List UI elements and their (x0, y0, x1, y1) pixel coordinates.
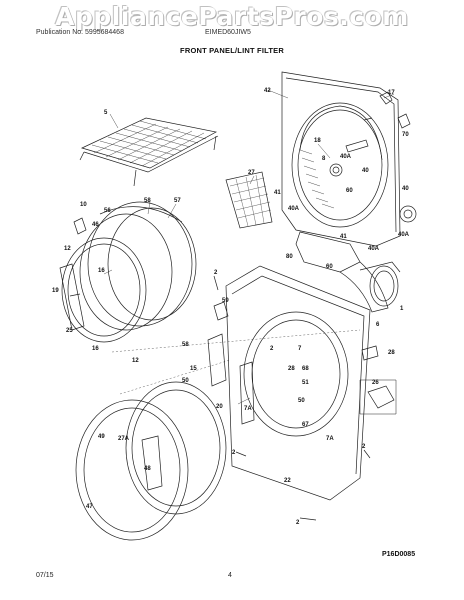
callout-label: 6 (376, 322, 380, 328)
figure-code: P16D0085 (382, 551, 416, 558)
lint-filter (225, 171, 273, 229)
callout-label: 60 (346, 188, 353, 194)
callout-label: 18 (314, 138, 321, 144)
callout-label: 27A (118, 436, 130, 442)
front-panel (225, 265, 371, 501)
callout-label: 60 (326, 264, 333, 270)
callout-label: 12 (64, 246, 71, 252)
callout-label: 12 (132, 358, 139, 364)
screws (213, 275, 371, 521)
air-duct (295, 231, 401, 313)
callout-label: 70 (402, 132, 409, 138)
callout-label: 42 (264, 88, 271, 94)
callout-label: 22 (284, 478, 291, 484)
callout-label: 26 (372, 380, 379, 386)
callout-label: 7A (326, 436, 334, 442)
callout-label: 49 (98, 434, 105, 440)
callout-label: 2 (270, 346, 274, 352)
diagram-title: FRONT PANEL/LINT FILTER (180, 46, 284, 55)
model-number: EIMED60JIW5 (205, 29, 251, 36)
callout-label: 41 (274, 190, 281, 196)
callout-label: 58 (144, 198, 151, 204)
callout-label: 68 (302, 366, 309, 372)
callout-label: 40A (368, 246, 380, 252)
callout-label: 8 (322, 156, 326, 162)
callout-label: 67 (302, 422, 309, 428)
callout-label: 59 (222, 298, 229, 304)
callout-label: 2 (362, 444, 366, 450)
callout-label: 40A (340, 154, 352, 160)
callout-label: 40 (362, 168, 369, 174)
front-drum-ring (79, 201, 197, 331)
clip-part-10 (73, 217, 87, 235)
callout-label: 41 (340, 234, 347, 240)
door-glass-ring (75, 399, 189, 541)
callout-label: 2 (232, 450, 236, 456)
callout-labels: 42 17 70 5 18 8 40A 40 60 27 41 40A 40A … (52, 88, 410, 526)
publication-number: Publication No. 5995684468 (36, 29, 124, 36)
callout-label: 56 (104, 208, 111, 214)
footer-date: 07/15 (36, 572, 54, 579)
callout-label: 50 (298, 398, 305, 404)
door-hinge (207, 333, 227, 387)
door-switch (367, 385, 395, 409)
drying-rack (79, 117, 219, 187)
rear-bulkhead (281, 71, 401, 247)
callout-label: 16 (98, 268, 105, 274)
callout-label: 19 (52, 288, 59, 294)
callout-label: 47 (86, 504, 93, 510)
callout-label: 57 (174, 198, 181, 204)
callout-label: 1 (400, 306, 404, 312)
callout-label: 10 (80, 202, 87, 208)
callout-label: 58 (182, 342, 189, 348)
callout-label: 48 (144, 466, 151, 472)
callout-label: 20 (216, 404, 223, 410)
callout-label: 2 (296, 520, 300, 526)
page-number: 4 (228, 572, 232, 579)
callout-label: 50 (182, 378, 189, 384)
watermark: AppliancePartsPros.com (55, 2, 409, 31)
drum-seal (61, 237, 147, 343)
callout-label: 40A (288, 206, 300, 212)
callout-label: 27 (248, 170, 255, 176)
callout-label: 25 (66, 328, 73, 334)
callout-label: 80 (286, 254, 293, 260)
part-17-bracket (379, 91, 393, 105)
callout-label: 51 (302, 380, 309, 386)
callout-label: 28 (288, 366, 295, 372)
callout-label: 2 (214, 270, 218, 276)
lint-bracket (59, 263, 85, 331)
callout-label: 7 (298, 346, 302, 352)
callout-label: 17 (388, 90, 395, 96)
callout-label: 5 (104, 110, 108, 116)
door-handle (141, 435, 163, 491)
callout-label: 40 (402, 186, 409, 192)
callout-label: 7A (244, 406, 252, 412)
bearing-right (399, 205, 417, 223)
callout-label: 40A (398, 232, 410, 238)
callout-label: 28 (388, 350, 395, 356)
callout-label: 16 (92, 346, 99, 352)
callout-label: 46 (92, 222, 99, 228)
callout-label: 15 (190, 366, 197, 372)
